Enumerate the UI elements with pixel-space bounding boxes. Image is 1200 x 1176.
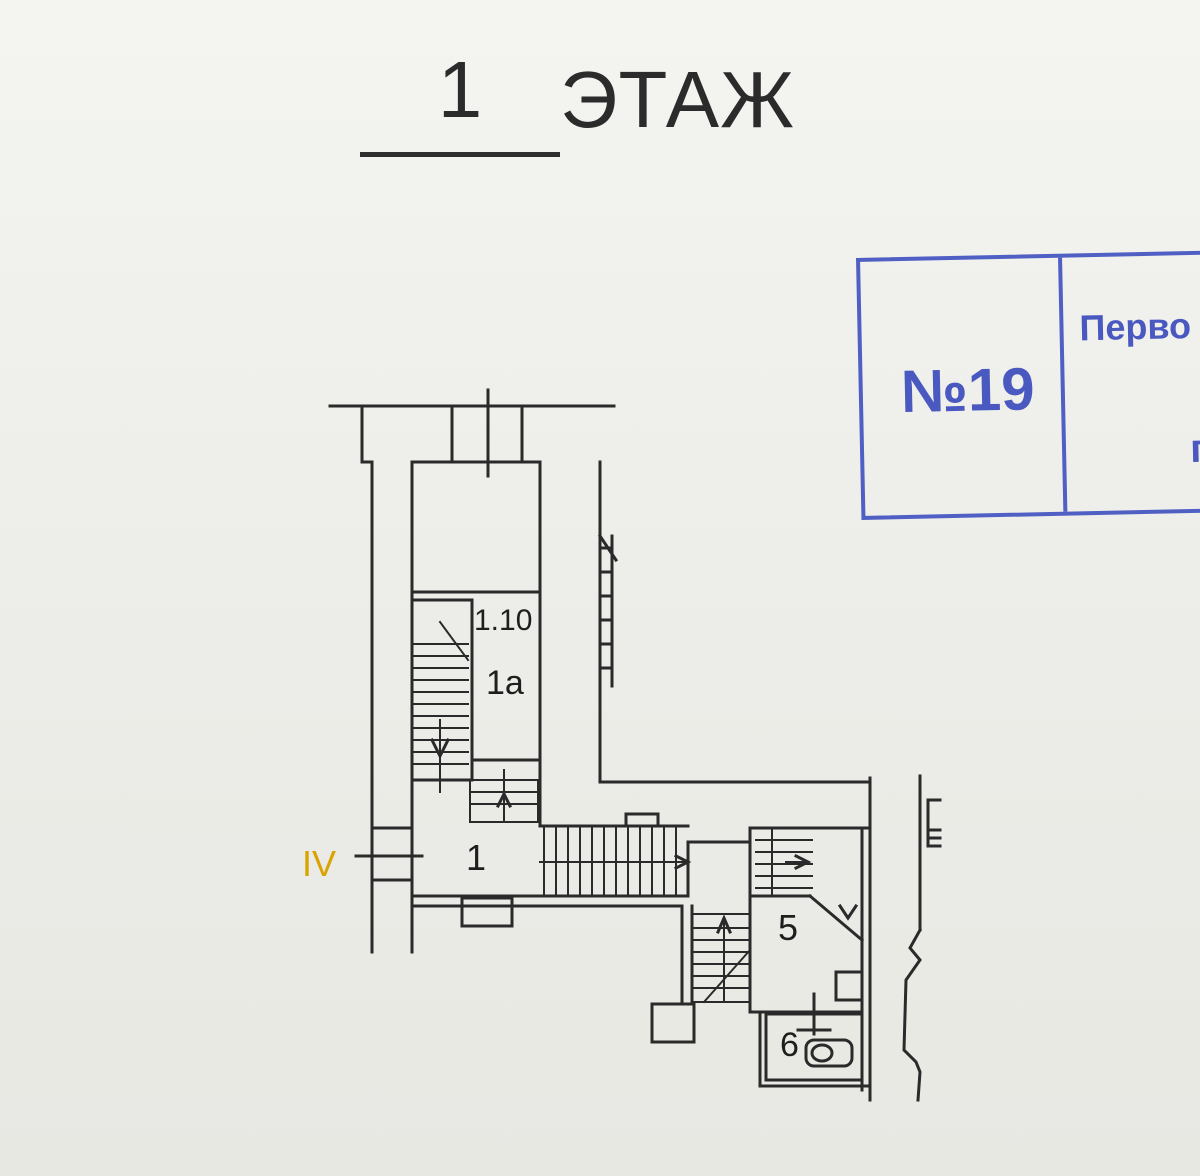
section-mark-iv: IV [302, 843, 336, 884]
room5-stair-arrow [837, 903, 859, 921]
room-5-walls [748, 776, 872, 1102]
room-label-6: 6 [780, 1026, 799, 1064]
floor-title: ЭТАЖ [560, 55, 795, 144]
stair-flight-1a [411, 620, 470, 793]
stair-arrow-down [429, 737, 451, 760]
right-wall-segment [597, 460, 872, 784]
stair-flight-passage [693, 913, 752, 1004]
room-6-walls [758, 992, 872, 1088]
room-label-1: 1 [466, 837, 486, 878]
room-label-5: 5 [778, 907, 798, 948]
room-label-1a: 1а [486, 664, 524, 702]
room-1a-walls [410, 598, 542, 782]
right-stepped-wall [902, 774, 942, 1102]
room-label-1-10: 1.10 [474, 604, 532, 637]
room5-arrow [793, 853, 812, 871]
stair-arrow-up [495, 790, 513, 809]
sink-icon [834, 970, 864, 1002]
floor-number: 1 [360, 40, 560, 157]
outer-wall-left [328, 404, 616, 954]
passage-arrow [716, 914, 732, 934]
passage [680, 826, 752, 1014]
stair-flight-corridor [539, 825, 685, 897]
upper-shaft [410, 388, 542, 828]
vestibule-box [650, 1002, 696, 1044]
corridor-room-1 [354, 812, 690, 928]
toilet-icon [804, 1038, 854, 1068]
